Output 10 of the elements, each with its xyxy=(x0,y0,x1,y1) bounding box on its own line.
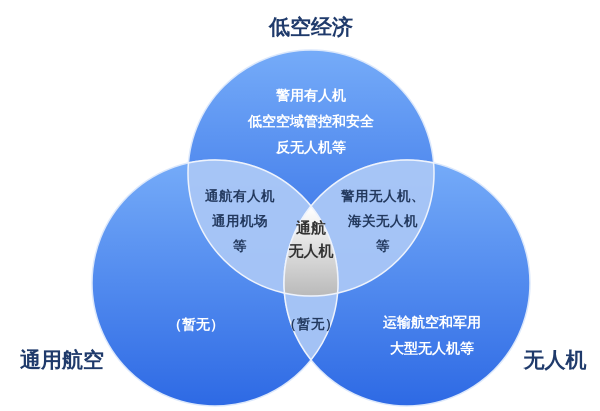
overlap-text: 通航有人机通用机场等 xyxy=(205,188,275,256)
circle-text: （暂无） xyxy=(167,316,225,335)
circle-heading: 通用航空 xyxy=(20,347,104,374)
circle-heading: 低空经济 xyxy=(269,14,353,41)
overlap-text: 通航无人机 xyxy=(288,218,334,262)
overlap-text: （暂无） xyxy=(283,316,339,334)
circle-text: 警用有人机低空空域管控和安全反无人机等 xyxy=(246,87,375,158)
circle-text: 运输航空和军用大型无人机等 xyxy=(382,314,482,359)
overlap-text: 警用无人机、海关无人机等 xyxy=(341,188,425,256)
circle-heading: 无人机 xyxy=(524,347,586,374)
